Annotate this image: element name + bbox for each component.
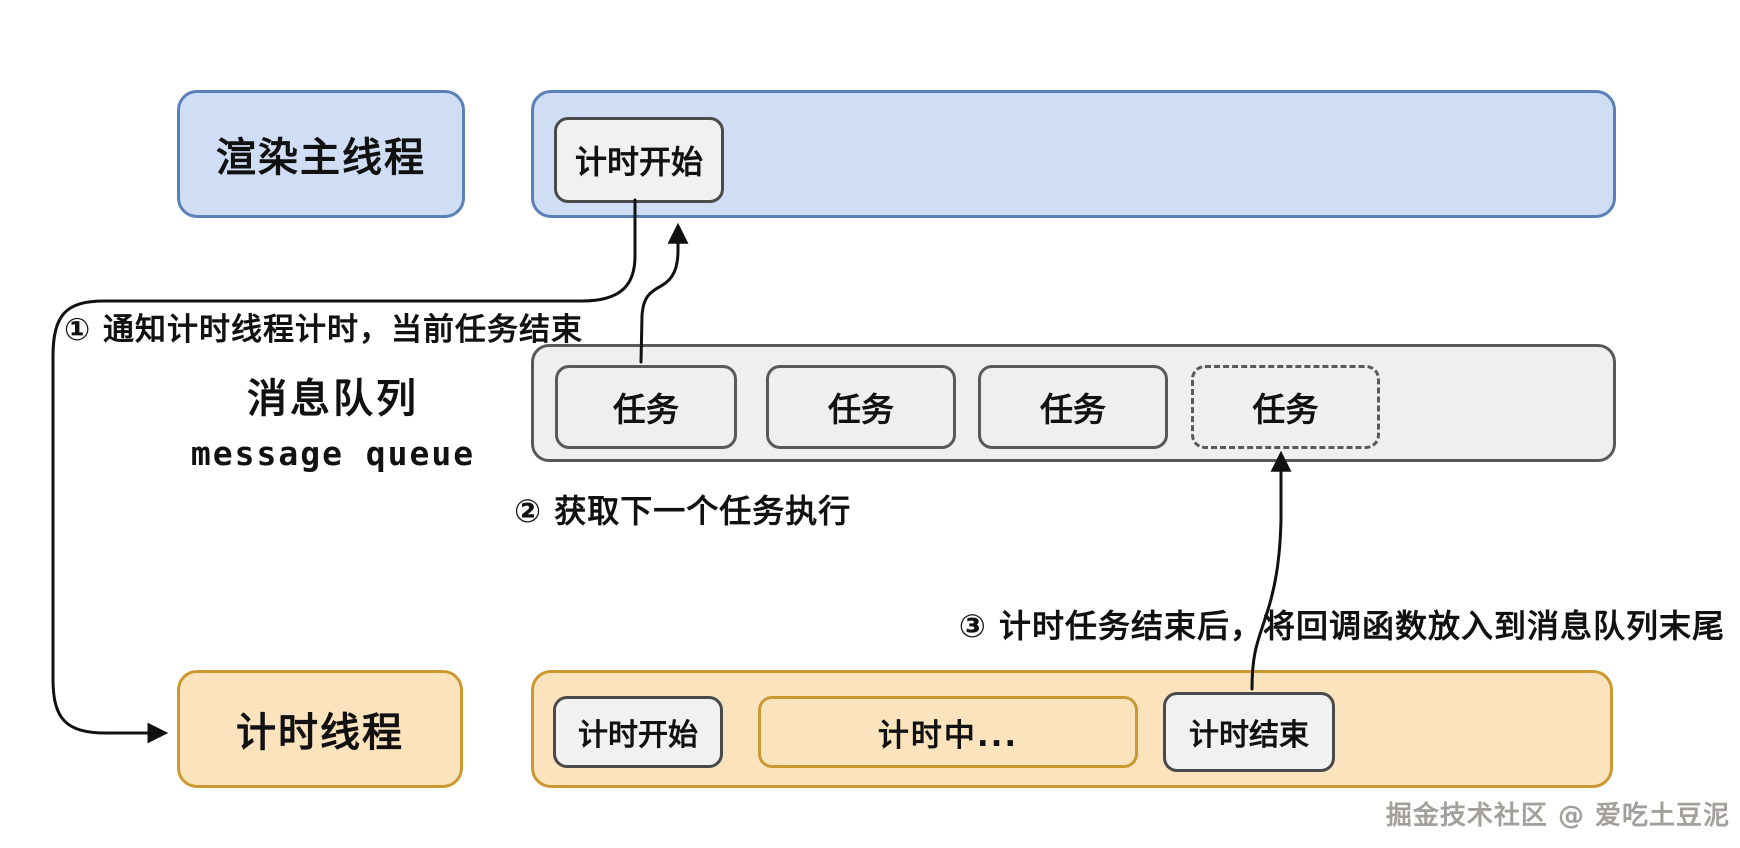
annotation-step3: ③ 计时任务结束后，将回调函数放入到消息队列末尾	[958, 607, 1725, 645]
timer-thread-track: 计时开始 计时中... 计时结束	[531, 670, 1613, 788]
timing-start-label: 计时开始	[578, 718, 698, 753]
task-box-dashed: 任务	[1191, 365, 1380, 449]
task-box: 任务	[978, 365, 1168, 449]
timing-end-box: 计时结束	[1163, 692, 1335, 772]
main-thread-timer-start-label: 计时开始	[574, 143, 703, 181]
timer-thread-label: 计时线程	[236, 710, 404, 756]
timing-end-label: 计时结束	[1189, 718, 1309, 753]
task-box: 任务	[766, 365, 956, 449]
message-queue-track: 任务 任务 任务 任务	[531, 344, 1616, 462]
timer-thread-label-box: 计时线程	[177, 670, 463, 788]
main-thread-track: 计时开始	[531, 90, 1616, 218]
message-queue-label-en: message queue	[190, 434, 476, 473]
main-thread-timer-start-box: 计时开始	[554, 117, 724, 203]
timing-running-box: 计时中...	[758, 696, 1138, 768]
arrow-take-next-task	[639, 222, 689, 364]
task-label: 任务	[828, 390, 894, 429]
main-thread-label-box: 渲染主线程	[177, 90, 465, 218]
timing-running-label: 计时中...	[877, 717, 1019, 754]
annotation-step1: ① 通知计时线程计时，当前任务结束	[64, 312, 584, 348]
annotation-step2: ② 获取下一个任务执行	[514, 492, 852, 530]
message-queue-label-cn: 消息队列	[247, 376, 419, 422]
timing-start-box: 计时开始	[553, 696, 723, 768]
task-label: 任务	[1252, 390, 1319, 429]
watermark: 掘金技术社区 @ 爱吃土豆泥	[1385, 801, 1730, 831]
task-label: 任务	[613, 390, 679, 429]
task-label: 任务	[1040, 390, 1106, 429]
task-box: 任务	[555, 365, 737, 449]
main-thread-label: 渲染主线程	[216, 135, 426, 181]
message-queue-label: 消息队列 message queue	[150, 376, 516, 473]
arrow-enqueue-callback	[1250, 450, 1292, 691]
